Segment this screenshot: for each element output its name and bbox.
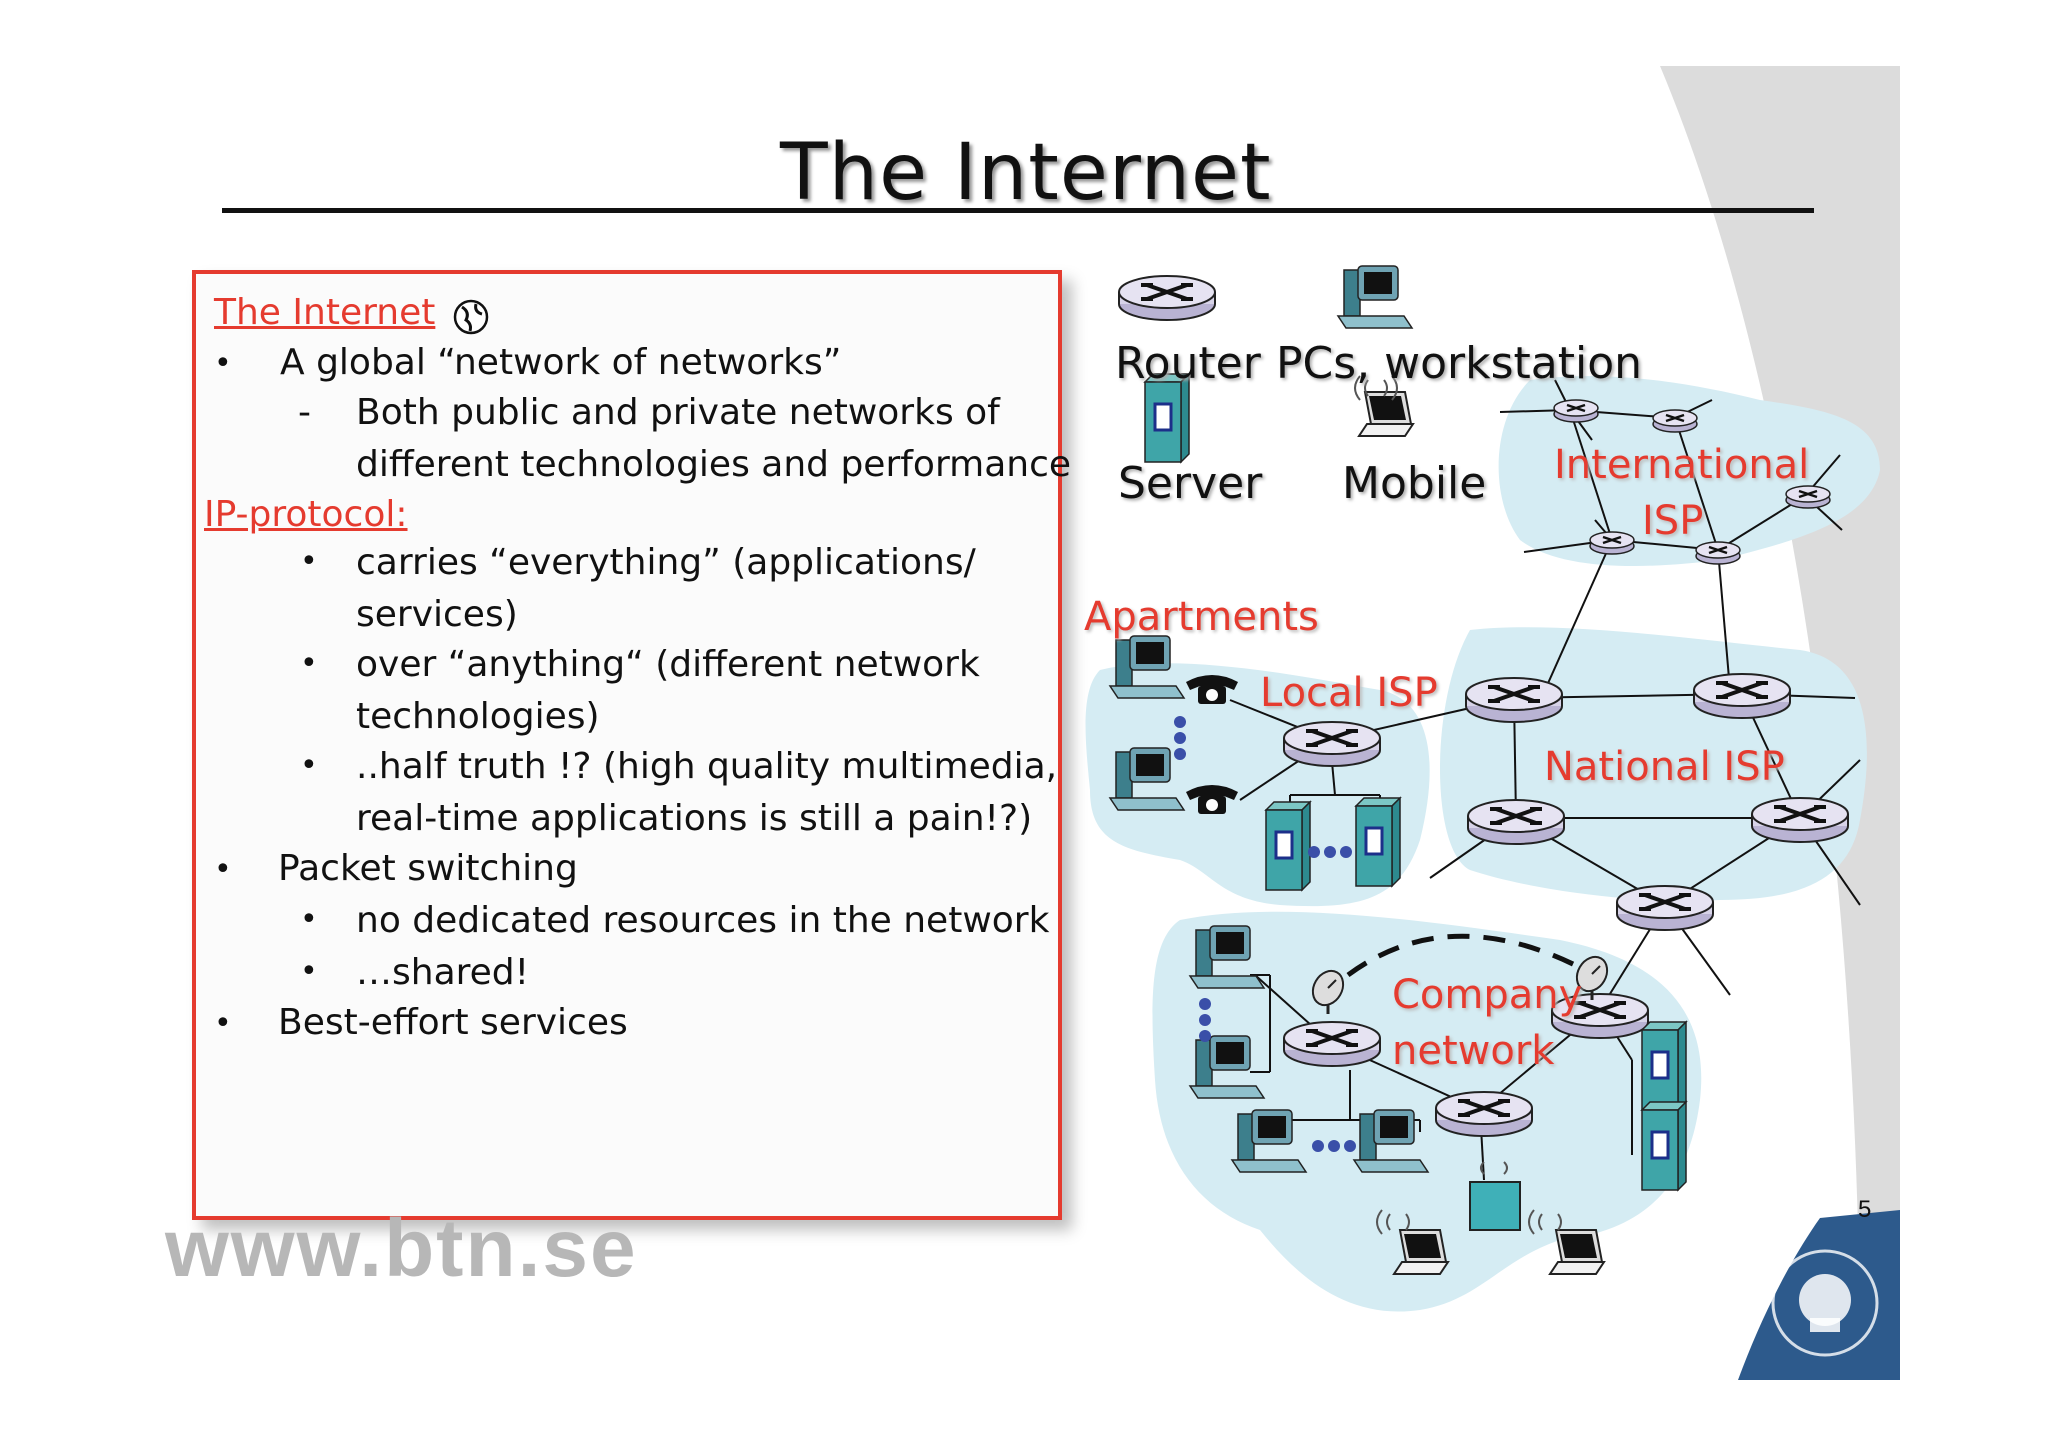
router-icon bbox=[1434, 1090, 1534, 1138]
router-icon bbox=[1466, 798, 1566, 846]
page-number: 5 bbox=[1858, 1196, 1872, 1223]
bullet-dot: • bbox=[300, 646, 318, 681]
text-line: carries “everything” (applications/ bbox=[356, 542, 976, 583]
bullet-dot: • bbox=[214, 1006, 232, 1041]
text-line: …shared! bbox=[356, 952, 530, 993]
bullet-dot: • bbox=[214, 346, 232, 381]
bullet-dot: • bbox=[300, 954, 318, 989]
access-point-icon bbox=[1469, 1181, 1521, 1231]
bullet-dot: • bbox=[300, 544, 318, 579]
text-line: real-time applications is still a pain!?… bbox=[356, 798, 1033, 839]
text-line: no dedicated resources in the network bbox=[356, 900, 1050, 941]
wireless-signal-icon bbox=[1354, 375, 1562, 1235]
legend-mobile-label: Mobile bbox=[1342, 458, 1487, 509]
legend-router-icon bbox=[1117, 274, 1217, 322]
text-line: ..half truth !? (high quality multimedia… bbox=[356, 746, 1058, 787]
text-line: Both public and private networks of bbox=[356, 392, 1000, 433]
legend-router-label: Router bbox=[1115, 338, 1261, 389]
bth-logo-icon bbox=[1771, 1249, 1879, 1357]
laptop-icon bbox=[1549, 1229, 1605, 1275]
server-icon bbox=[1640, 1100, 1688, 1192]
router-icon bbox=[1282, 1020, 1382, 1068]
ellipsis-dots bbox=[1199, 998, 1211, 1042]
legend-mobile-icon bbox=[1358, 391, 1414, 437]
router-icon bbox=[1615, 884, 1715, 932]
internet-summary-box: The Internet • A global “network of netw… bbox=[192, 270, 1071, 1220]
text-line: Best-effort services bbox=[278, 1002, 628, 1043]
bullet-dot: • bbox=[300, 902, 318, 937]
router-icon bbox=[1694, 540, 1742, 566]
router-icon bbox=[1750, 796, 1850, 844]
ip-protocol-heading[interactable]: IP-protocol: bbox=[204, 494, 408, 535]
server-icon bbox=[1354, 796, 1402, 888]
watermark: www.btn.se bbox=[165, 1203, 638, 1294]
text-line: Packet switching bbox=[278, 848, 578, 889]
router-icon bbox=[1784, 484, 1832, 510]
national-isp-label: National ISP bbox=[1544, 744, 1785, 790]
legend-pcs-label: PCs, workstation bbox=[1276, 338, 1643, 389]
international-isp-label-line2: ISP bbox=[1642, 498, 1704, 544]
box-heading[interactable]: The Internet bbox=[214, 292, 436, 333]
international-isp-cloud bbox=[1498, 376, 1880, 566]
local-isp-label: Local ISP bbox=[1260, 670, 1438, 716]
company-network-label-line2: network bbox=[1392, 1028, 1555, 1074]
router-icon bbox=[1464, 676, 1564, 724]
company-network-label-line1: Company bbox=[1392, 972, 1583, 1018]
legend-server-label: Server bbox=[1118, 458, 1263, 509]
router-icon bbox=[1552, 398, 1600, 424]
bullet-dot: • bbox=[300, 748, 318, 783]
text-line: over “anything“ (different network bbox=[356, 644, 980, 685]
legend-pc-icon bbox=[1337, 265, 1413, 329]
text-line: A global “network of networks” bbox=[280, 342, 842, 383]
router-icon bbox=[1588, 530, 1636, 556]
router-icon bbox=[1651, 408, 1699, 434]
title-underline bbox=[222, 208, 1814, 213]
text-line: services) bbox=[356, 594, 518, 635]
text-line: technologies) bbox=[356, 696, 600, 737]
page-title: The Internet bbox=[780, 128, 1272, 218]
text-line: different technologies and performance bbox=[356, 444, 1072, 485]
router-icon bbox=[1692, 672, 1792, 720]
router-icon bbox=[1282, 720, 1382, 768]
ellipsis-dots bbox=[1174, 716, 1186, 760]
international-isp-label-line1: International bbox=[1554, 442, 1810, 488]
server-icon bbox=[1264, 800, 1312, 892]
server-icon bbox=[1640, 1020, 1688, 1112]
wireless-link-dashed bbox=[1346, 933, 1587, 978]
bullet-dot: • bbox=[214, 852, 232, 887]
globe-icon bbox=[453, 299, 489, 335]
dash-marker: - bbox=[298, 392, 311, 433]
ellipsis-dots bbox=[1312, 1140, 1356, 1152]
apartments-label: Apartments bbox=[1084, 594, 1319, 640]
ellipsis-dots bbox=[1308, 846, 1352, 858]
